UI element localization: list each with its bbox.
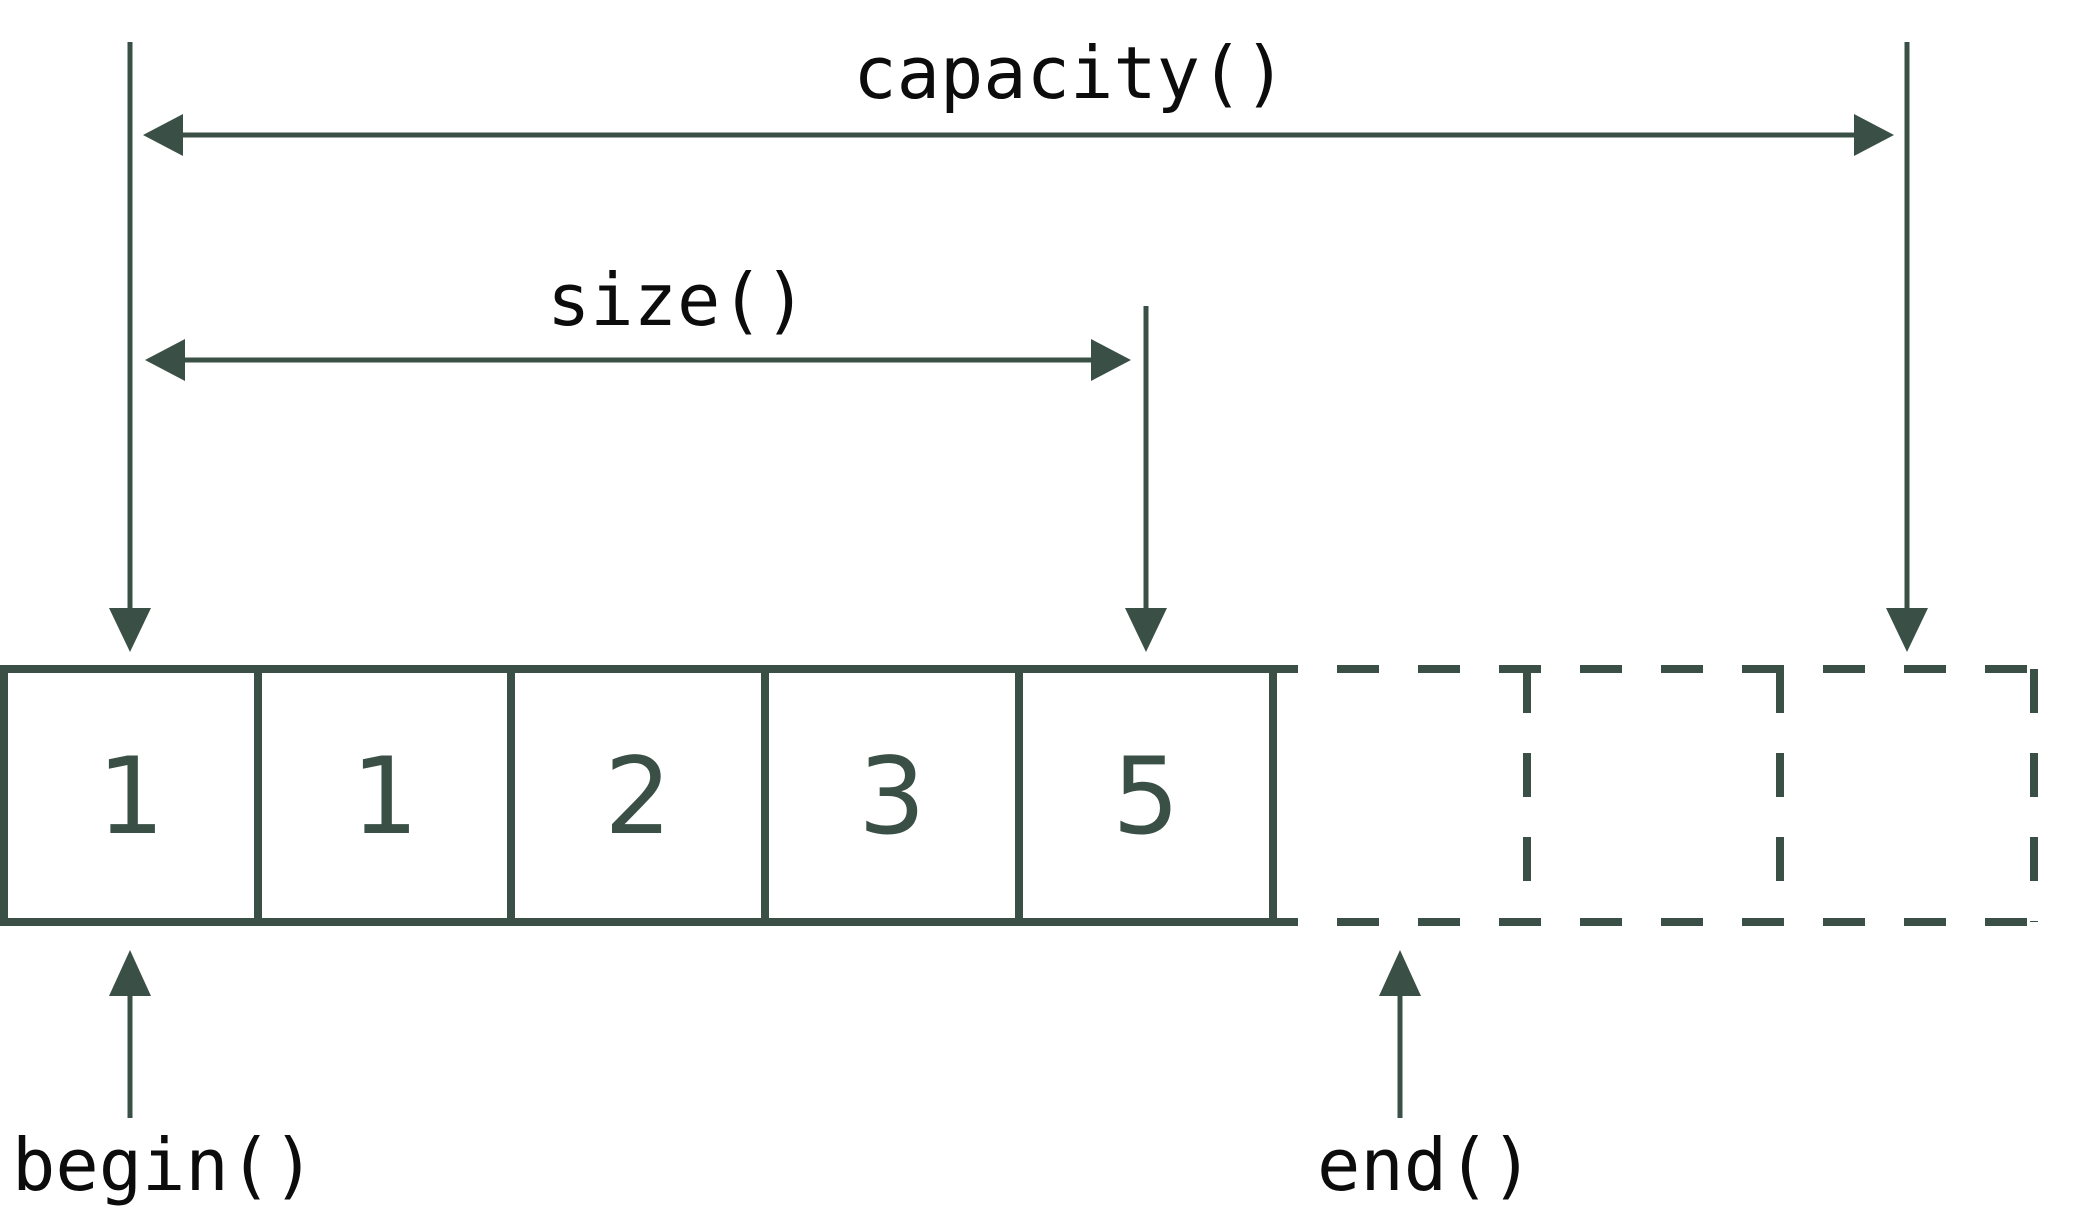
cell-value: 1: [351, 735, 418, 858]
cell-value: 3: [858, 735, 925, 858]
capacity-arrow-right-head-icon: [1854, 114, 1894, 156]
array-cells: 1 1 2 3 5: [0, 665, 2038, 926]
begin-boundary-marker: [109, 42, 151, 652]
filled-cells-border: [0, 665, 1277, 926]
cell-value: 2: [604, 735, 671, 858]
begin-annotation: begin(): [12, 950, 315, 1207]
begin-boundary-arrowhead-icon: [109, 608, 151, 652]
cell-value: 1: [97, 735, 164, 858]
capacity-boundary-arrowhead-icon: [1886, 608, 1928, 652]
size-label: size(): [547, 258, 807, 342]
size-arrow-right-head-icon: [1091, 339, 1131, 381]
end-label: end(): [1317, 1123, 1534, 1207]
size-annotation: size(): [145, 258, 1167, 652]
end-arrowhead-icon: [1379, 950, 1421, 996]
end-annotation: end(): [1317, 950, 1534, 1207]
begin-arrowhead-icon: [109, 950, 151, 996]
size-boundary-arrowhead-icon: [1125, 608, 1167, 652]
capacity-label: capacity(): [853, 31, 1286, 115]
capacity-annotation: capacity(): [143, 31, 1894, 156]
cell-value: 5: [1112, 735, 1179, 858]
capacity-arrow-left-head-icon: [143, 114, 183, 156]
size-arrow-left-head-icon: [145, 339, 185, 381]
capacity-boundary-marker: [1886, 42, 1928, 652]
begin-label: begin(): [12, 1123, 315, 1207]
reserved-cells-border: [1337, 665, 2038, 926]
